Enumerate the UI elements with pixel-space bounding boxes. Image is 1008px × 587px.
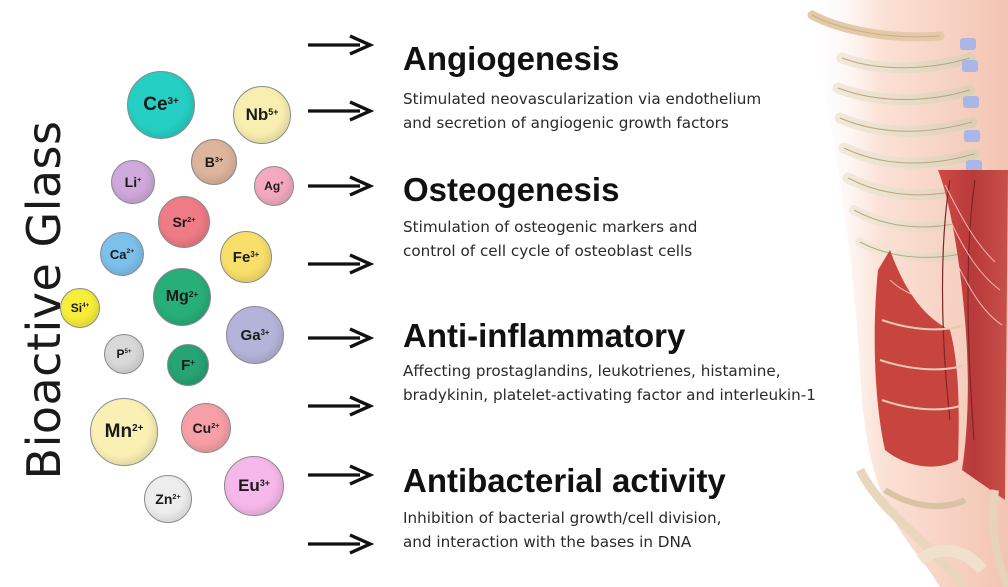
ion-symbol: P — [116, 347, 125, 361]
right-arrow-icon — [308, 253, 374, 275]
ion-charge: 5+ — [124, 348, 132, 356]
ion-symbol: Si — [70, 301, 83, 315]
ion-symbol: Nb — [245, 105, 269, 124]
effect-description-anti-inflammatory: Affecting prostaglandins, leukotrienes, … — [403, 359, 816, 407]
ion-charge: 2+ — [172, 491, 181, 501]
torso-anatomy-illustration — [807, 0, 1008, 587]
right-arrow-icon — [308, 34, 374, 56]
ion-charge: 3+ — [167, 96, 179, 108]
ion-charge: 3+ — [250, 249, 260, 259]
ion-symbol: Eu — [238, 476, 260, 495]
ion-charge: 3+ — [214, 154, 224, 164]
right-arrow-icon — [308, 395, 374, 417]
right-arrow-icon — [308, 175, 374, 197]
description-line: and interaction with the bases in DNA — [403, 533, 692, 551]
ion-symbol: B — [204, 154, 215, 170]
ion-charge: 2+ — [188, 289, 199, 300]
effect-title-osteogenesis: Osteogenesis — [403, 171, 620, 208]
ion-symbol: Ag — [264, 179, 281, 193]
effect-title-angiogenesis: Angiogenesis — [403, 40, 620, 77]
description-line: Inhibition of bacterial growth/cell divi… — [403, 509, 722, 527]
effect-description-angiogenesis: Stimulated neovascularization via endoth… — [403, 87, 761, 135]
ion-charge: 3+ — [260, 327, 270, 337]
description-line: Affecting prostaglandins, leukotrienes, … — [403, 362, 781, 380]
description-line: control of cell cycle of osteoblast cell… — [403, 242, 693, 260]
ion-li: Li+ — [111, 160, 155, 204]
ion-symbol: F — [181, 356, 191, 374]
right-arrow-icon — [308, 464, 374, 486]
ion-symbol: Mg — [165, 288, 189, 305]
description-line: Stimulation of osteogenic markers and — [403, 218, 698, 236]
ion-charge: 2+ — [126, 248, 135, 256]
effect-description-osteogenesis: Stimulation of osteogenic markers and co… — [403, 215, 697, 263]
ion-symbol: Mn — [104, 421, 133, 442]
effect-title-antibacterial: Antibacterial activity — [403, 462, 726, 499]
ion-charge: 4+ — [82, 302, 90, 310]
ion-charge: 2+ — [211, 420, 220, 430]
right-arrow-icon — [308, 100, 374, 122]
ion-ag: Ag+ — [254, 166, 294, 206]
ion-charge: + — [280, 180, 284, 188]
right-arrow-icon — [308, 327, 374, 349]
effect-description-antibacterial: Inhibition of bacterial growth/cell divi… — [403, 506, 721, 554]
ion-symbol: Ga — [240, 326, 261, 344]
right-arrow-icon — [308, 533, 374, 555]
description-line: bradykinin, platelet-activating factor a… — [403, 386, 816, 404]
ion-charge: 2+ — [132, 423, 144, 435]
ion-f: F+ — [167, 344, 209, 386]
ion-symbol: Cu — [192, 420, 212, 436]
ion-symbol: Fe — [232, 248, 251, 266]
description-line: and secretion of angiogenic growth facto… — [403, 114, 729, 132]
ion-symbol: Ce — [143, 94, 168, 115]
ion-symbol: Ca — [109, 246, 127, 262]
ion-symbol: Li — [124, 174, 138, 190]
ion-charge: 3+ — [259, 477, 270, 488]
effect-title-anti-inflammatory: Anti-inflammatory — [403, 317, 686, 354]
ion-charge: 5+ — [268, 106, 279, 117]
ion-charge: + — [137, 174, 142, 184]
ion-charge: 2+ — [187, 214, 196, 224]
ion-symbol: Zn — [155, 491, 173, 507]
ion-symbol: Sr — [172, 214, 188, 230]
ion-charge: + — [190, 357, 195, 367]
description-line: Stimulated neovascularization via endoth… — [403, 90, 762, 108]
